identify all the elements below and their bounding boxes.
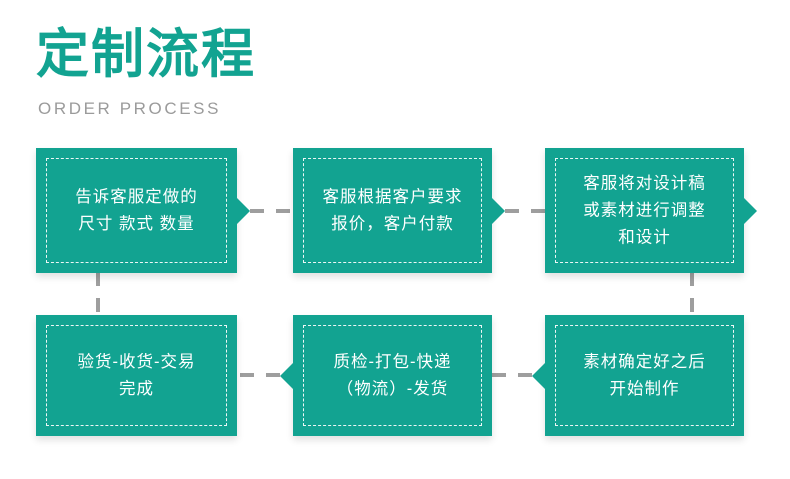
step-1-arrow-right-icon [237,197,250,224]
step-1-label: 告诉客服定做的 尺寸 款式 数量 [75,187,198,233]
connector-step5-step4 [240,373,285,377]
connector-step1-step2 [250,209,295,213]
step-5-label: 质检-打包-快递 （物流）-发货 [333,352,452,398]
flow-step-6[interactable]: 素材确定好之后 开始制作 [532,315,744,436]
step-1-dashed-border [46,158,227,263]
step-3-label: 客服将对设计稿 或素材进行调整 和设计 [583,174,706,246]
step-6-label: 素材确定好之后 开始制作 [583,352,706,398]
flow-step-2[interactable]: 客服根据客户要求 报价，客户付款 [293,148,505,273]
flow-step-1[interactable]: 告诉客服定做的 尺寸 款式 数量 [36,148,250,273]
connector-step3-step6 [690,272,694,317]
step-6-arrow-left-icon [532,362,545,389]
flow-step-3[interactable]: 客服将对设计稿 或素材进行调整 和设计 [545,148,757,273]
step-2-dashed-border [303,158,482,263]
step-5-arrow-left-icon [280,362,293,389]
page-title: 定制流程 [36,25,256,84]
flow-step-4[interactable]: 验货-收货-交易 完成 [36,315,237,436]
step-4-dashed-border [46,325,227,426]
step-2-arrow-right-icon [492,197,505,224]
connector-step2-step3 [505,209,547,213]
connector-step4-step1 [96,272,100,317]
step-6-dashed-border [555,325,734,426]
step-4-label: 验货-收货-交易 完成 [77,352,196,398]
connector-step6-step5 [492,373,535,377]
page-subtitle: ORDER PROCESS [38,99,222,118]
step-3-arrow-right-icon [744,197,757,224]
step-5-dashed-border [303,325,482,426]
flow-step-5[interactable]: 质检-打包-快递 （物流）-发货 [280,315,492,436]
step-3-dashed-border [555,158,734,263]
step-2-label: 客服根据客户要求 报价，客户付款 [322,187,463,233]
